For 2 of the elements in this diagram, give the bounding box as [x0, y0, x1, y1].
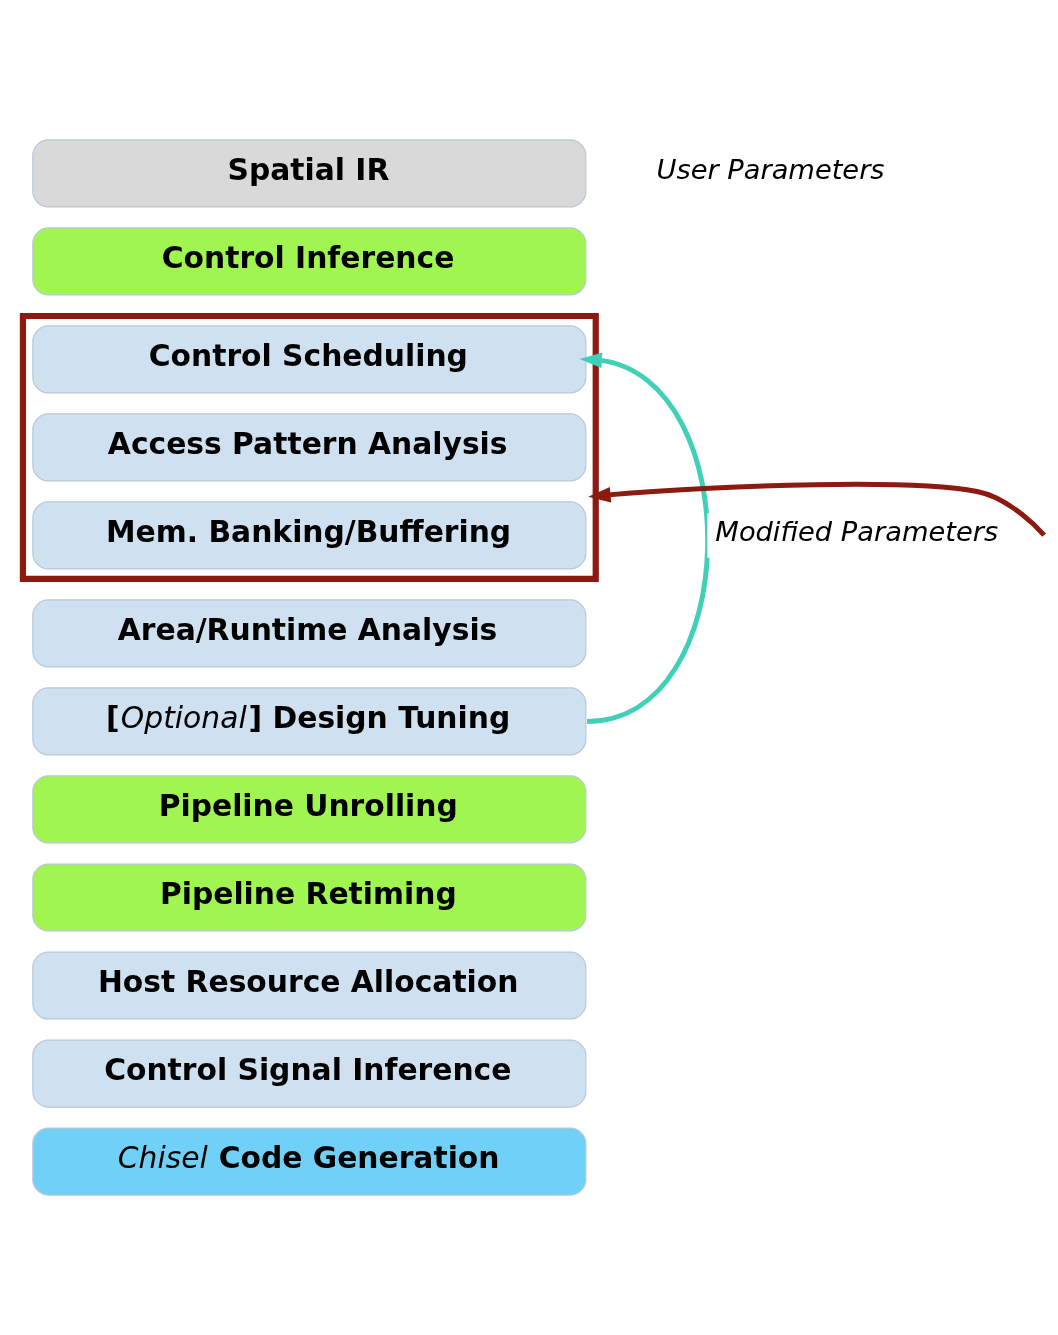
edge-label: Modified Parameters	[715, 516, 999, 548]
label: User Parameters	[656, 154, 885, 186]
